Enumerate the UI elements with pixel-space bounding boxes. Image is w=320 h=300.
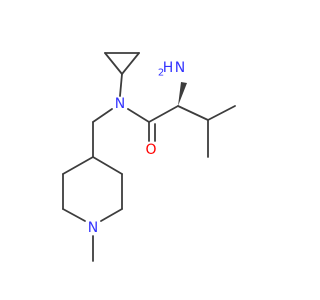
bond (119, 73, 123, 97)
bond (177, 105, 209, 121)
wedge-bond (178, 82, 187, 106)
ring-n-label: N (88, 220, 98, 236)
bond (121, 52, 140, 75)
amine-h-subscript: 2 (158, 68, 164, 79)
bond (92, 108, 113, 123)
amine-n-label: N (175, 60, 185, 76)
bond (148, 105, 179, 123)
amine-h-label: H (163, 60, 174, 76)
bond (207, 105, 236, 121)
diagram-canvas: N H 2 N O N (62, 52, 236, 262)
molecule-structure: N H 2 N O N (62, 52, 236, 262)
bond (100, 208, 123, 222)
bond (62, 208, 86, 222)
bond (62, 156, 94, 175)
amide-n-label: N (115, 96, 125, 112)
piperidine-ring (62, 156, 123, 222)
cyclopropyl-ring (104, 52, 140, 75)
carbonyl-double-bond (148, 121, 156, 142)
carbonyl-o-label: O (145, 142, 156, 158)
bond (92, 156, 123, 175)
bond (104, 52, 123, 75)
bond (127, 108, 150, 123)
